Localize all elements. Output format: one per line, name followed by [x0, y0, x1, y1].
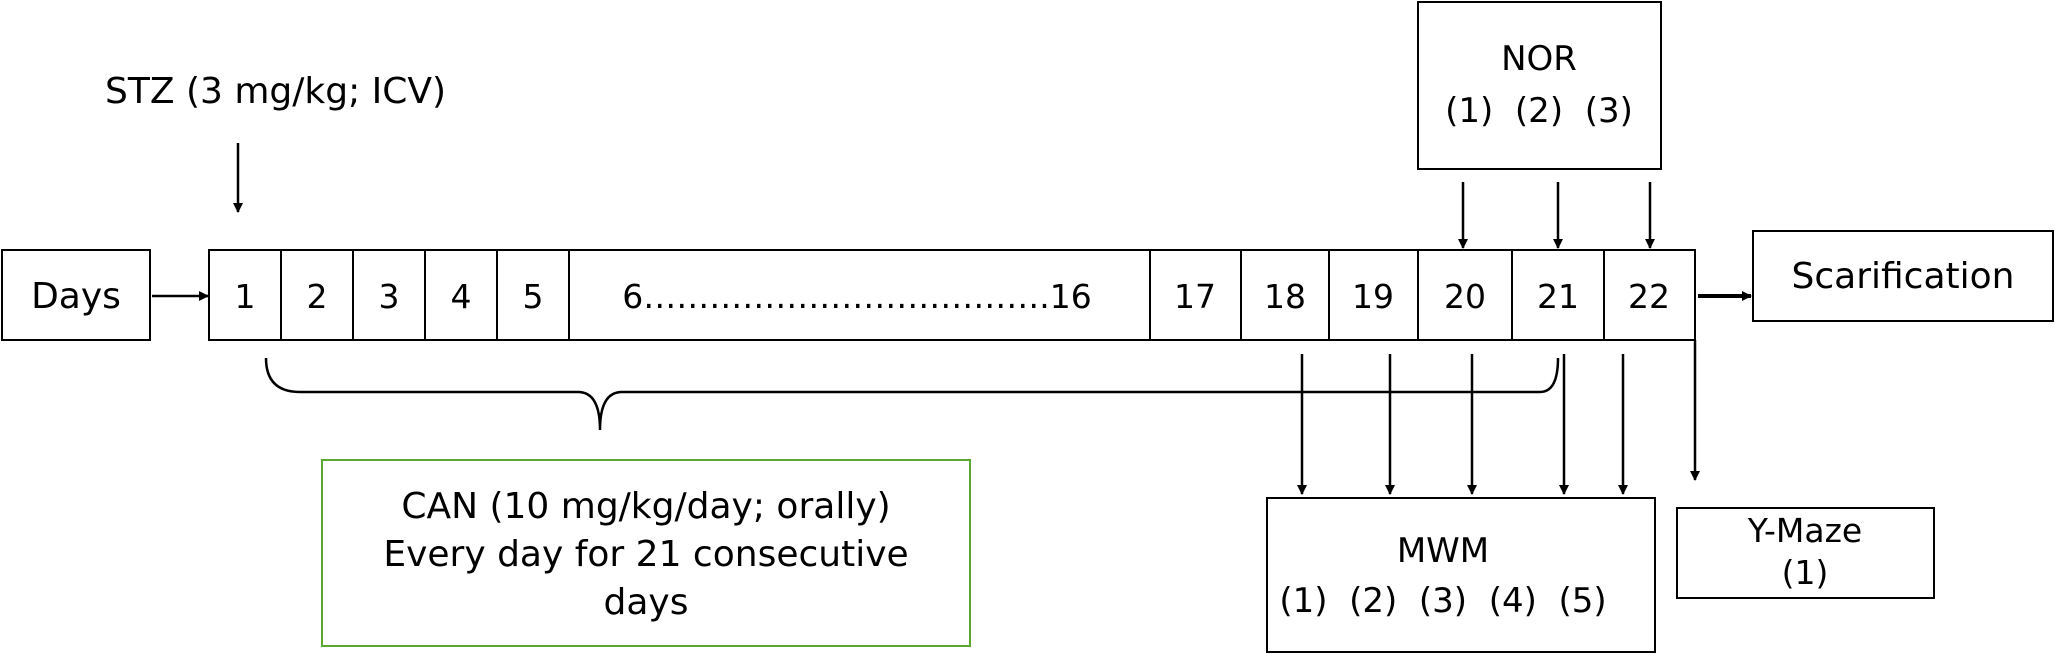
day-cell-label: 3: [379, 277, 400, 316]
day-cell-label: 1: [235, 277, 256, 316]
stz-label: STZ (3 mg/kg; ICV): [105, 71, 446, 112]
mwm-sessions: (1) (2) (3) (4) (5): [1279, 581, 1606, 621]
nor-sessions: (1) (2) (3): [1445, 91, 1633, 131]
days-box: [1, 249, 151, 341]
treatment-brace: [264, 357, 1560, 431]
can-line-1: CAN (10 mg/kg/day; orally): [401, 486, 890, 527]
day-cell-label: 6……………………………….16: [622, 277, 1091, 316]
day-cell-label: 18: [1264, 277, 1306, 316]
day-cell-label: 22: [1628, 277, 1670, 316]
can-box: [321, 459, 971, 647]
day-cell-label: 20: [1444, 277, 1486, 316]
day-cell-label: 21: [1537, 277, 1579, 316]
nor-title: NOR: [1501, 39, 1577, 79]
mwm-title: MWM: [1397, 531, 1489, 571]
day-cell-label: 5: [523, 277, 544, 316]
day-cell-label: 19: [1352, 277, 1394, 316]
day-timeline: 1 2 3 4 5 6……………………………….16 17 18 19 20 2…: [208, 249, 1696, 341]
scarification-box: [1752, 230, 2054, 322]
day-cell-label: 2: [307, 277, 328, 316]
mwm-box: [1266, 497, 1656, 653]
can-line-3: days: [604, 582, 689, 623]
days-label: Days: [31, 276, 121, 317]
nor-box: [1417, 1, 1662, 170]
ymaze-box: [1676, 507, 1935, 599]
ymaze-sessions: (1): [1782, 553, 1829, 592]
day-cell-label: 17: [1174, 277, 1216, 316]
day-cell-label: 4: [451, 277, 472, 316]
can-line-2: Every day for 21 consecutive: [383, 534, 908, 575]
scarification-label: Scarification: [1792, 256, 2015, 297]
ymaze-title: Y-Maze: [1747, 511, 1862, 550]
